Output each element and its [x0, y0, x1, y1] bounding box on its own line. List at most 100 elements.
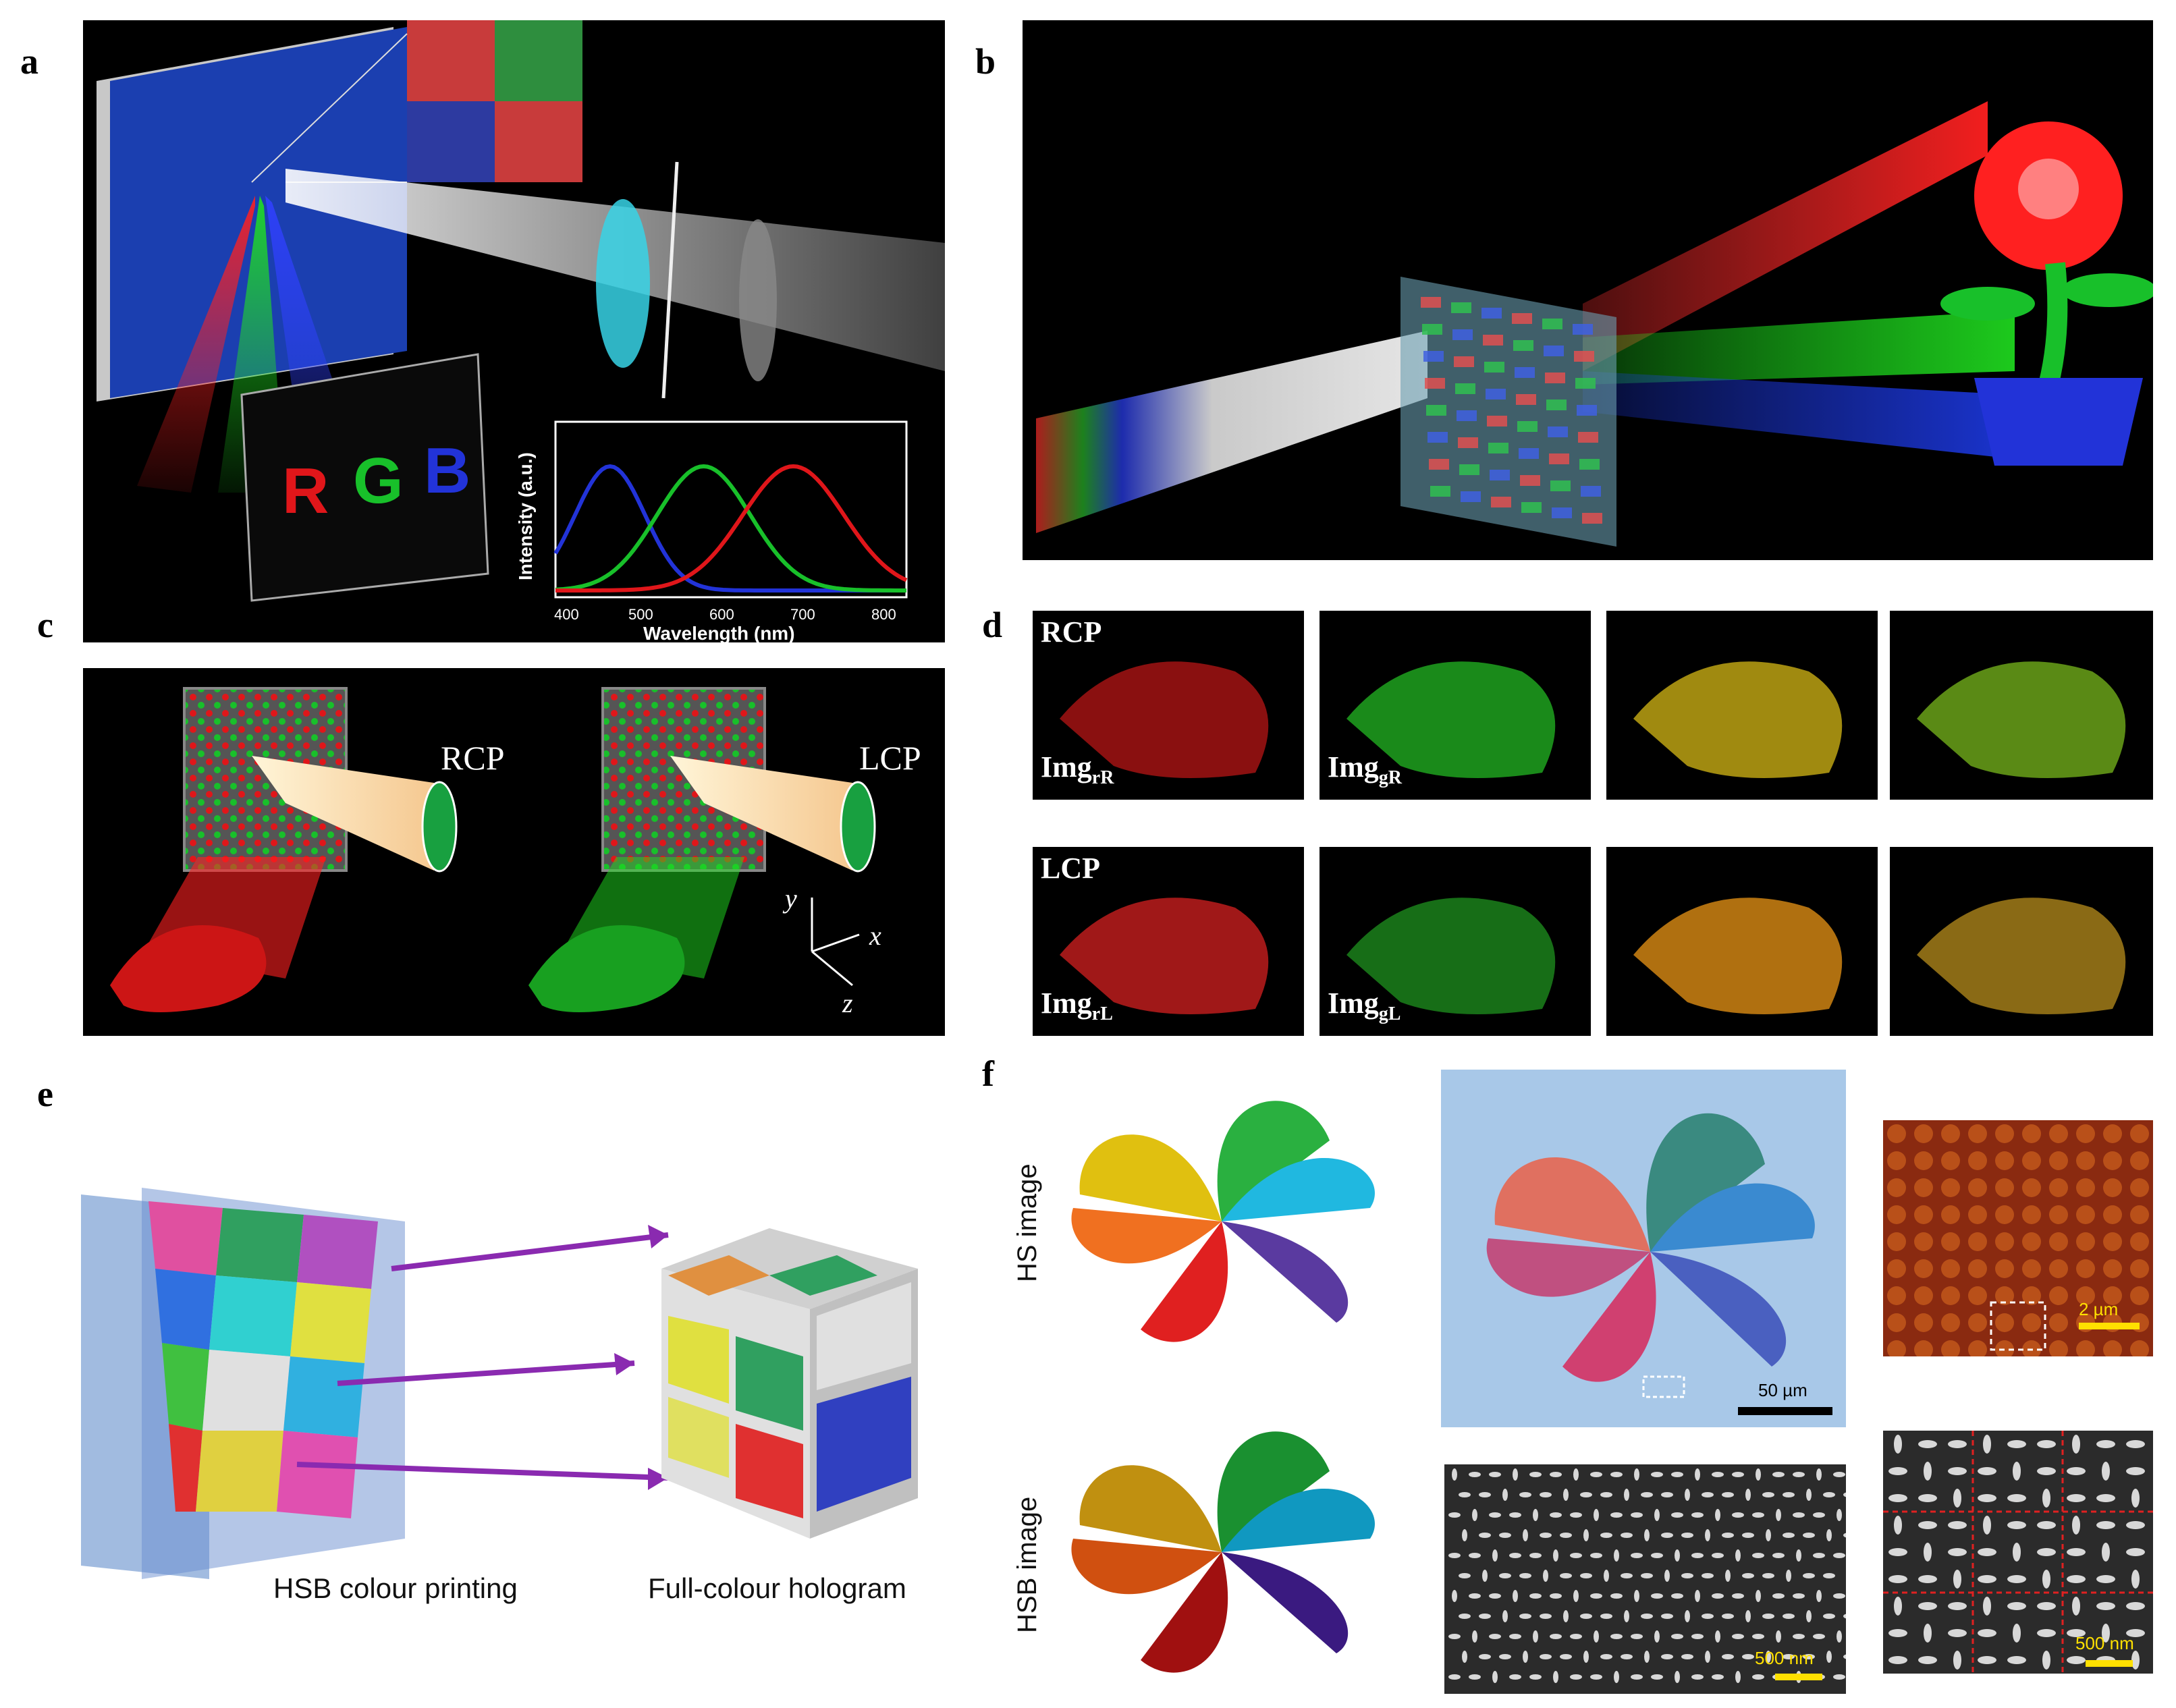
nanopillar [1664, 1570, 1670, 1582]
panel-a-svg: R G B 400 500 600 700 800 Wavelength (nm… [97, 20, 945, 642]
nanopillar [2072, 1516, 2080, 1535]
img-rr-label: ImgrR [1041, 750, 1114, 788]
nanopillar [1631, 1553, 1643, 1558]
nanopillar [1570, 1512, 1582, 1518]
spot [2103, 1286, 2122, 1305]
spot [2022, 1151, 2041, 1170]
nanopillar [1621, 1654, 1633, 1659]
d-tile-r1-red: RCP ImgrR [1033, 611, 1304, 800]
nanopillar [1479, 1533, 1491, 1538]
nanopillar [1702, 1573, 1714, 1578]
pillar [1581, 486, 1601, 497]
nanopillar [1469, 1553, 1481, 1558]
tick-400: 400 [554, 606, 579, 623]
nanopillar [2126, 1629, 2145, 1637]
nanopillar [1550, 1512, 1562, 1518]
nanopillar [2042, 1570, 2050, 1589]
spot [2022, 1286, 2041, 1305]
nanopillar [1641, 1573, 1653, 1578]
panel-label-b: b [975, 41, 996, 82]
spot [1941, 1340, 1960, 1356]
lcp-row-label: LCP [1041, 852, 1100, 885]
nanopillar [2096, 1440, 2115, 1448]
nanopillar [1540, 1533, 1552, 1538]
nanopillar [1833, 1553, 1845, 1558]
nanopillar [1580, 1614, 1592, 1619]
pillar [1516, 394, 1536, 405]
nanopillar [2007, 1440, 2026, 1448]
caption-hsb-colour-printing: HSB colour printing [273, 1572, 518, 1604]
nanopillar [1948, 1629, 1967, 1637]
nanopillar [1651, 1674, 1663, 1680]
input-beam [1036, 331, 1427, 533]
nanopillar [2037, 1467, 2056, 1475]
panel-label-d: d [982, 605, 1003, 645]
nanopillar [1766, 1529, 1771, 1541]
nanopillar [1671, 1593, 1683, 1599]
panel-c-schematic: RCP LCP y x z [83, 668, 945, 1036]
spot [1941, 1259, 1960, 1278]
nanopillar [1806, 1489, 1812, 1501]
nanopillar [2131, 1651, 2140, 1670]
spot [2130, 1178, 2149, 1197]
spot [2049, 1151, 2068, 1170]
nanopillar [1533, 1630, 1538, 1643]
spot [2076, 1151, 2095, 1170]
pillar [1521, 502, 1542, 513]
nanopillar [1823, 1614, 1835, 1619]
nanopillar [1843, 1533, 1846, 1538]
chameleon-green [528, 925, 685, 1012]
nanopillar [1888, 1494, 1907, 1502]
pillar [1452, 329, 1473, 340]
nanopillar [1843, 1492, 1846, 1497]
spot [1941, 1232, 1960, 1251]
nanopillar [2007, 1494, 2026, 1502]
spot [2022, 1259, 2041, 1278]
nanopillar [1924, 1462, 1932, 1481]
spot [1887, 1151, 1906, 1170]
voronoi-color-print [142, 1188, 405, 1579]
nanopillar [1448, 1553, 1461, 1558]
nanopillar [1651, 1593, 1663, 1599]
spot [1914, 1340, 1933, 1356]
scale-label-2um: 2 µm [2079, 1299, 2119, 1319]
nanopillar [1948, 1521, 1967, 1529]
hsb-image-label: HSB image [1012, 1496, 1042, 1633]
nanopillar [1641, 1614, 1653, 1619]
nanopillar [1600, 1492, 1612, 1497]
x-axis-label: Wavelength (nm) [643, 623, 795, 642]
nanopillar [1742, 1533, 1754, 1538]
spot [2076, 1232, 2095, 1251]
img-gr-label: ImggR [1328, 750, 1403, 788]
nanopillar [1624, 1610, 1629, 1622]
spot [1995, 1178, 2014, 1197]
nanopillar [1570, 1674, 1582, 1680]
spot [2103, 1259, 2122, 1278]
nanopillar [2126, 1602, 2145, 1610]
nanopillar [1888, 1467, 1907, 1475]
nanopillar [1772, 1553, 1785, 1558]
screen-letter-g: G [353, 445, 404, 517]
nanopillar [1681, 1573, 1693, 1578]
nanopillar [1479, 1654, 1491, 1659]
green-output-beam [1583, 310, 2015, 385]
nanopillar [1580, 1492, 1592, 1497]
hs-image-label: HS image [1012, 1163, 1042, 1282]
nanopillar [1691, 1553, 1704, 1558]
nanopillar [1918, 1521, 1937, 1529]
green-curve [555, 464, 906, 593]
nanopillar [1823, 1573, 1835, 1578]
nanopillar [1644, 1529, 1650, 1541]
polarizer-right [840, 781, 876, 873]
nanopillar [1766, 1651, 1771, 1663]
spot [2130, 1259, 2149, 1278]
nanopillar [1550, 1593, 1562, 1599]
nanopillar [1813, 1634, 1825, 1639]
spot [1995, 1124, 2014, 1143]
nanopillar [1590, 1472, 1602, 1477]
spot [1995, 1232, 2014, 1251]
nanopillar [1953, 1489, 1961, 1508]
nanopillar [1621, 1573, 1633, 1578]
nanopillar [1813, 1512, 1825, 1518]
nanopillar [1837, 1630, 1842, 1643]
